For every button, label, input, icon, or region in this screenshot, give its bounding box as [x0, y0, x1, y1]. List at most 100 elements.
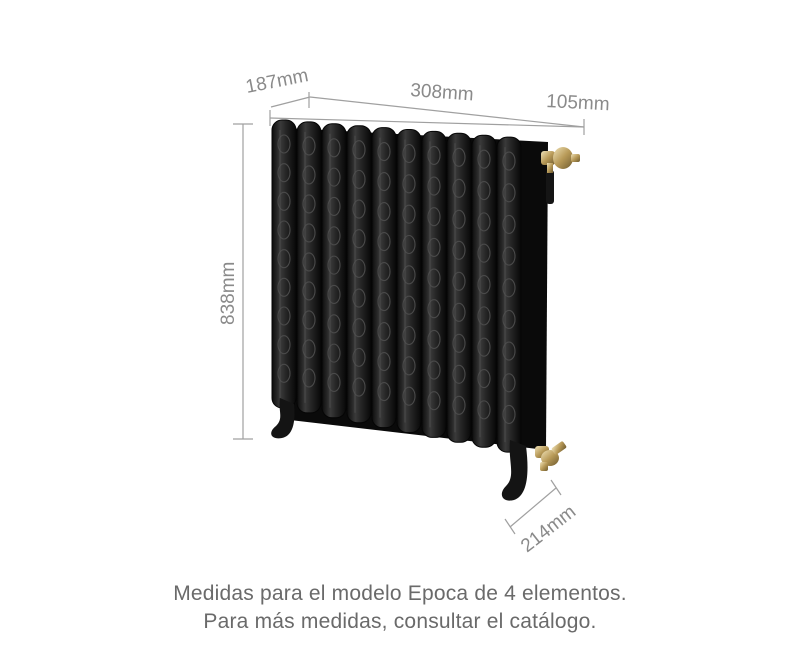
dimension-depth-top: 187mm: [244, 65, 310, 98]
column-ornament: [452, 209, 466, 229]
column-ornament: [302, 281, 316, 301]
radiator-column: [321, 123, 347, 419]
column-ornament: [377, 172, 391, 192]
radiator-columns: [271, 119, 522, 453]
column-ornament: [477, 243, 491, 263]
column-ornament: [377, 202, 391, 222]
column-ornament: [352, 288, 366, 308]
column-ornament: [452, 302, 466, 322]
column-ornament: [402, 234, 416, 255]
column-ornament: [327, 343, 341, 363]
column-ornament: [452, 240, 466, 260]
column-ornament: [377, 382, 391, 402]
column-ornament: [277, 134, 291, 154]
radiator-column: [371, 127, 397, 429]
radiator: [271, 119, 580, 501]
column-ornament: [502, 151, 516, 171]
column-ornament: [352, 169, 366, 189]
column-ornament: [427, 391, 441, 411]
bottom-valve: [535, 441, 567, 471]
column-ornament: [402, 265, 416, 285]
column-ornament: [327, 138, 341, 158]
column-ornament: [302, 339, 316, 359]
column-ornament: [502, 246, 516, 266]
column-ornament: [277, 191, 291, 211]
dimension-valve-offset: 105mm: [546, 91, 610, 115]
column-ornament: [302, 165, 316, 185]
column-ornament: [452, 271, 466, 291]
left-foot: [271, 398, 295, 439]
column-ornament: [352, 140, 366, 160]
radiator-column: [396, 129, 422, 433]
column-ornament: [477, 306, 491, 326]
column-ornament: [502, 309, 516, 329]
column-ornament: [477, 180, 491, 201]
column-ornament: [377, 322, 391, 342]
column-ornament: [352, 199, 366, 219]
column-ornament: [352, 347, 366, 367]
radiator-column: [471, 134, 497, 448]
column-ornament: [502, 183, 516, 203]
column-ornament: [427, 237, 441, 257]
column-ornament: [302, 368, 316, 388]
column-ornament: [327, 314, 341, 334]
column-ornament: [452, 333, 466, 353]
caption-line-1: Medidas para el modelo Epoca de 4 elemen…: [173, 582, 627, 605]
column-ornament: [377, 262, 391, 282]
column-ornament: [327, 255, 341, 275]
column-ornament: [277, 363, 291, 383]
radiator-column: [421, 130, 447, 438]
column-ornament: [277, 306, 291, 326]
column-ornament: [327, 284, 341, 305]
column-ornament: [427, 360, 441, 380]
column-ornament: [377, 232, 391, 252]
radiator-column: [346, 125, 372, 424]
column-ornament: [302, 194, 316, 214]
column-ornament: [277, 249, 291, 269]
column-ornament: [502, 214, 516, 234]
column-ornament: [327, 372, 341, 393]
column-ornament: [327, 226, 341, 246]
column-ornament: [477, 274, 491, 295]
column-ornament: [402, 143, 416, 164]
column-ornament: [477, 212, 491, 232]
column-ornament: [277, 220, 291, 240]
column-ornament: [427, 145, 441, 165]
dimension-height: 838mm: [218, 262, 239, 325]
column-ornament: [502, 278, 516, 298]
column-ornament: [452, 395, 466, 415]
column-ornament: [352, 377, 366, 397]
column-ornament: [277, 277, 291, 297]
right-foot: [501, 440, 528, 501]
column-ornament: [402, 295, 416, 315]
column-ornament: [352, 229, 366, 249]
top-valve: [541, 147, 580, 204]
column-ornament: [302, 252, 316, 272]
column-ornament: [377, 352, 391, 372]
column-ornament: [327, 167, 341, 187]
radiator-column: [496, 136, 522, 453]
column-ornament: [477, 149, 491, 169]
caption-line-2: Para más medidas, consultar el catálogo.: [203, 610, 597, 633]
column-ornament: [427, 329, 441, 349]
column-ornament: [502, 373, 516, 393]
column-ornament: [302, 136, 316, 156]
dimension-lines: [233, 92, 585, 535]
column-ornament: [402, 325, 416, 346]
column-ornament: [352, 318, 366, 338]
column-ornament: [452, 178, 466, 198]
radiator-column: [446, 132, 472, 443]
column-ornament: [377, 292, 391, 312]
dimension-width: 308mm: [410, 80, 475, 105]
column-ornament: [402, 386, 416, 406]
column-ornament: [427, 268, 441, 288]
column-ornament: [302, 223, 316, 243]
column-ornament: [402, 356, 416, 376]
column-ornament: [427, 299, 441, 319]
column-ornament: [352, 258, 366, 278]
column-ornament: [402, 174, 416, 194]
column-ornament: [277, 163, 291, 183]
column-ornament: [477, 368, 491, 389]
column-ornament: [452, 364, 466, 384]
